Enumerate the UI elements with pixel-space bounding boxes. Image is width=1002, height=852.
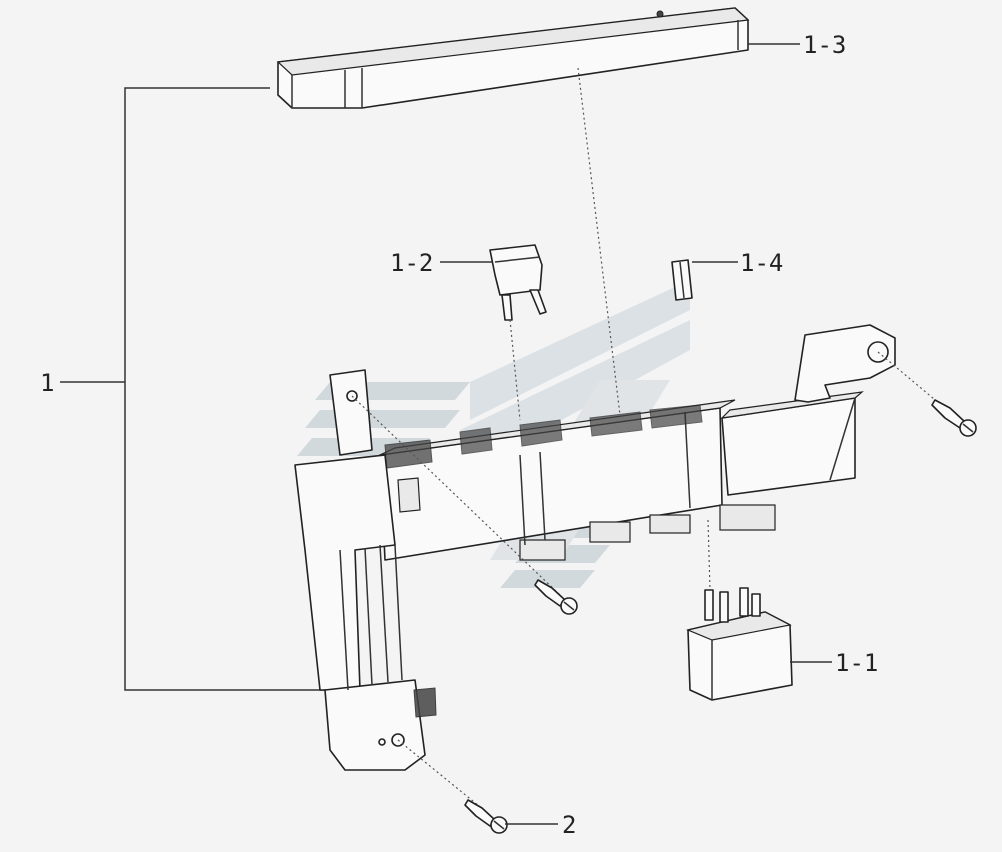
clip-part bbox=[671, 259, 693, 301]
relay-part bbox=[686, 587, 793, 701]
assembly-bracket bbox=[60, 87, 325, 691]
fuse-rack bbox=[384, 404, 703, 469]
screw-middle bbox=[534, 579, 578, 615]
fuse-part bbox=[489, 244, 547, 321]
cover-part bbox=[276, 7, 750, 109]
callout-2: 2 bbox=[562, 811, 576, 839]
callout-1: 1 bbox=[40, 369, 54, 397]
callout-1-3: 1-3 bbox=[803, 31, 846, 59]
callout-1-1: 1-1 bbox=[835, 649, 878, 677]
screw-upper-right bbox=[931, 399, 977, 437]
fuse-box-body bbox=[294, 324, 896, 771]
screw-bottom bbox=[464, 799, 508, 834]
callout-1-4: 1-4 bbox=[740, 249, 783, 277]
callout-1-2: 1-2 bbox=[390, 249, 433, 277]
leader-lines bbox=[440, 43, 832, 825]
